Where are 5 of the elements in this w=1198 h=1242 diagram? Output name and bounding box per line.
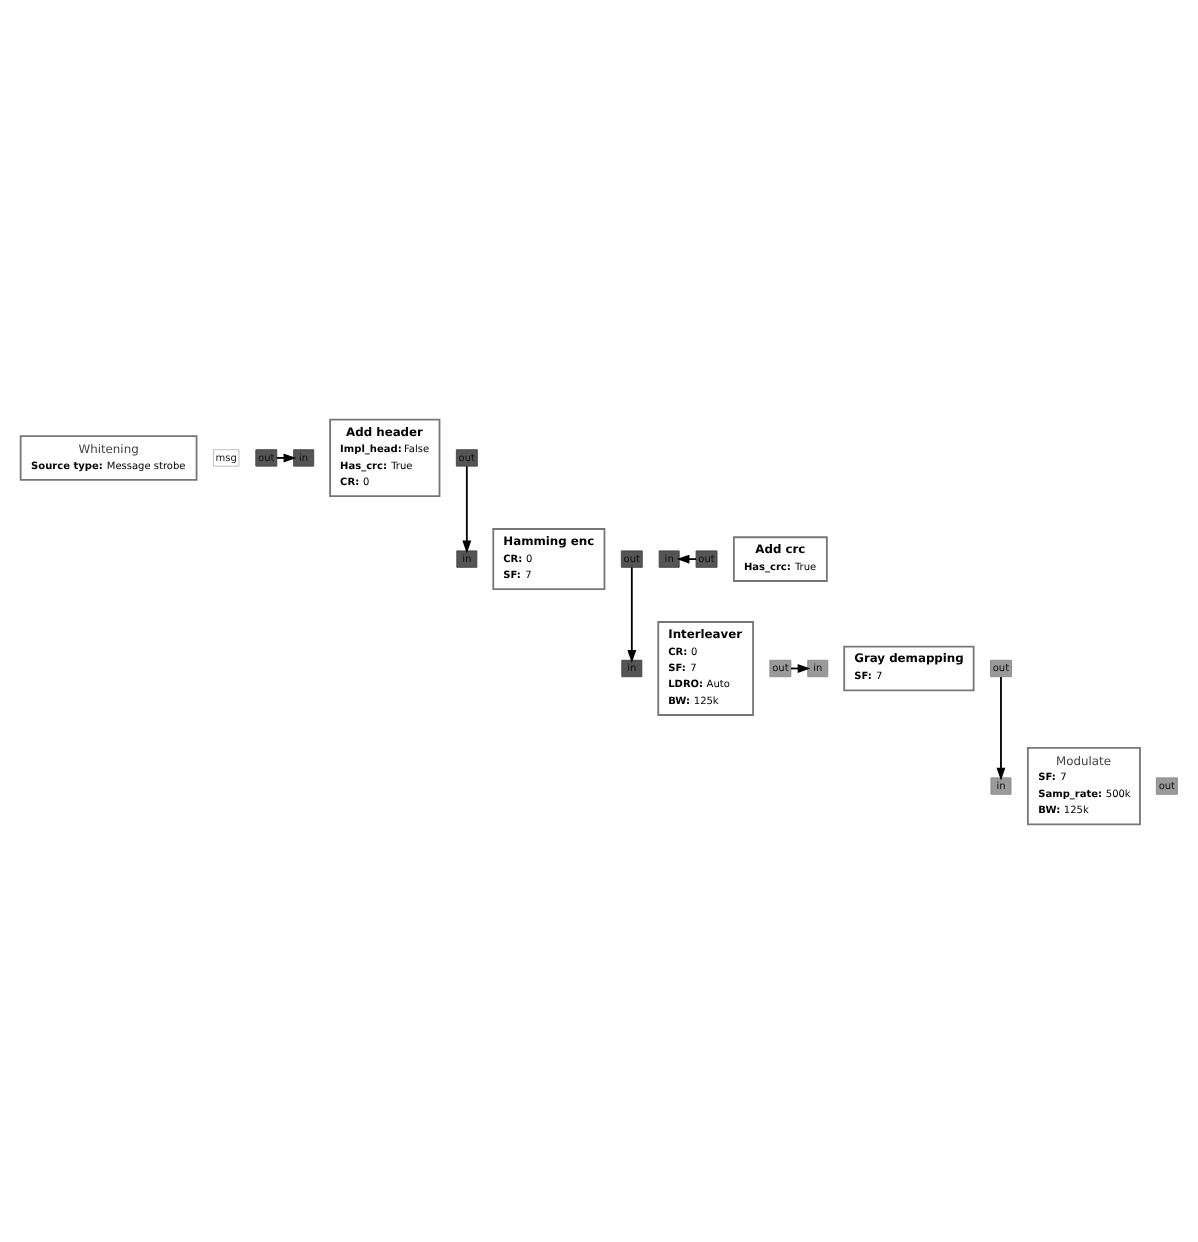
arrow [275,452,297,462]
arrow [676,553,697,563]
arrow [462,464,472,553]
arrow [627,565,637,662]
arrow [996,675,1006,780]
